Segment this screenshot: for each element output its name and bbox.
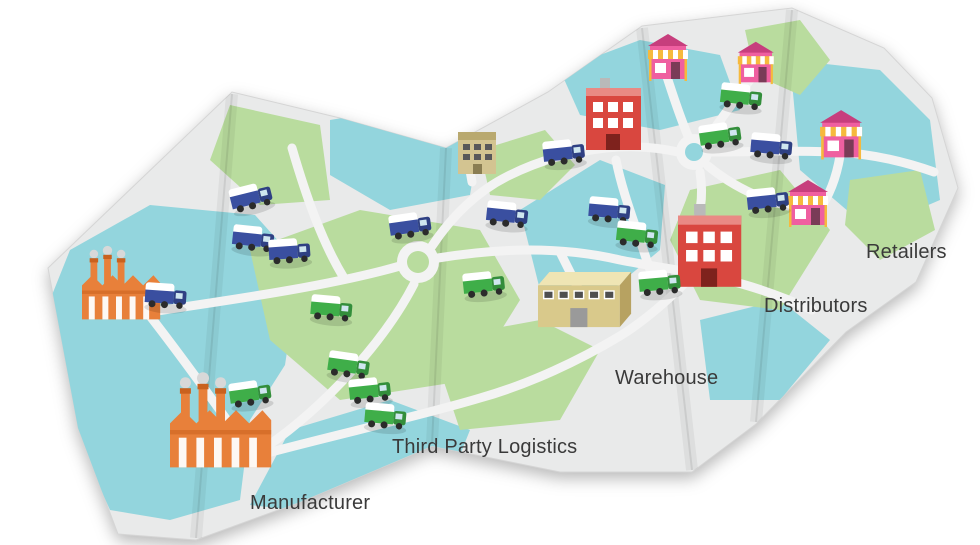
label-manufacturer: Manufacturer: [250, 492, 371, 514]
label-retailers: Retailers: [866, 241, 947, 263]
warehouse-building-icon: [537, 271, 632, 328]
label-warehouse: Warehouse: [615, 367, 719, 389]
label-third-party-logistics: Third Party Logistics: [392, 436, 578, 458]
plant-building-icon: [586, 78, 641, 150]
roundabout-icon: [397, 241, 439, 283]
label-distributors: Distributors: [764, 295, 868, 317]
distributor-building-icon: [678, 204, 742, 287]
office-building-icon: [458, 132, 496, 174]
